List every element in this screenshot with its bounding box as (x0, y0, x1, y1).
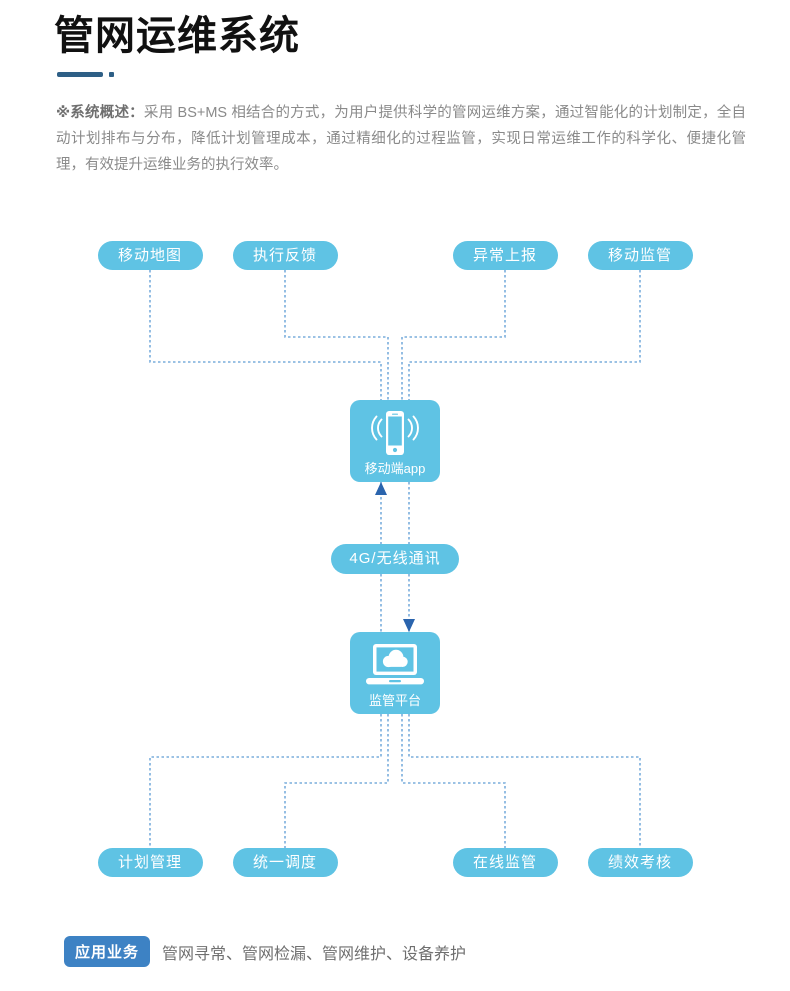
system-overview-paragraph: ※系统概述：采用 BS+MS 相结合的方式，为用户提供科学的管网运维方案，通过智… (56, 100, 746, 178)
title-underline-dot (109, 72, 114, 77)
node-mobile-map[interactable]: 移动地图 (97, 241, 203, 270)
footer-badge: 应用业务 (64, 936, 151, 967)
node-online-supervision[interactable]: 在线监管 (452, 848, 558, 877)
flow-arrow-up (375, 482, 387, 495)
architecture-diagram: 移动地图 执行反馈 异常上报 移动监管 移动端app 4G/无线通讯 (0, 215, 790, 905)
mobile-phone-icon (371, 411, 419, 455)
node-supervision-platform[interactable]: 监管平台 (350, 632, 440, 714)
connector-lines (149, 270, 641, 848)
node-performance-appraisal[interactable]: 绩效考核 (587, 848, 693, 877)
node-plan-management[interactable]: 计划管理 (97, 848, 203, 877)
title-underline-bar (57, 72, 103, 77)
node-execution-feedback[interactable]: 执行反馈 (232, 241, 338, 270)
node-mobile-app-label: 移动端app (364, 461, 426, 476)
footer-applied-business: 应用业务 管网寻常、管网检漏、管网维护、设备养护 (64, 936, 466, 967)
laptop-cloud-icon (366, 644, 424, 685)
system-overview-label: ※系统概述： (56, 105, 144, 121)
system-overview-body: 采用 BS+MS 相结合的方式，为用户提供科学的管网运维方案，通过智能化的计划制… (56, 105, 746, 173)
node-exception-report[interactable]: 异常上报 (452, 241, 558, 270)
page-title: 管网运维系统 (54, 14, 300, 58)
node-mobile-supervision[interactable]: 移动监管 (587, 241, 693, 270)
flow-arrow-down (403, 619, 415, 632)
node-unified-dispatch[interactable]: 统一调度 (232, 848, 338, 877)
node-supervision-platform-label: 监管平台 (368, 693, 421, 708)
node-mobile-app[interactable]: 移动端app (350, 400, 440, 482)
link-4g-wireless[interactable]: 4G/无线通讯 (331, 544, 459, 574)
footer-business-list: 管网寻常、管网检漏、管网维护、设备养护 (162, 945, 467, 963)
